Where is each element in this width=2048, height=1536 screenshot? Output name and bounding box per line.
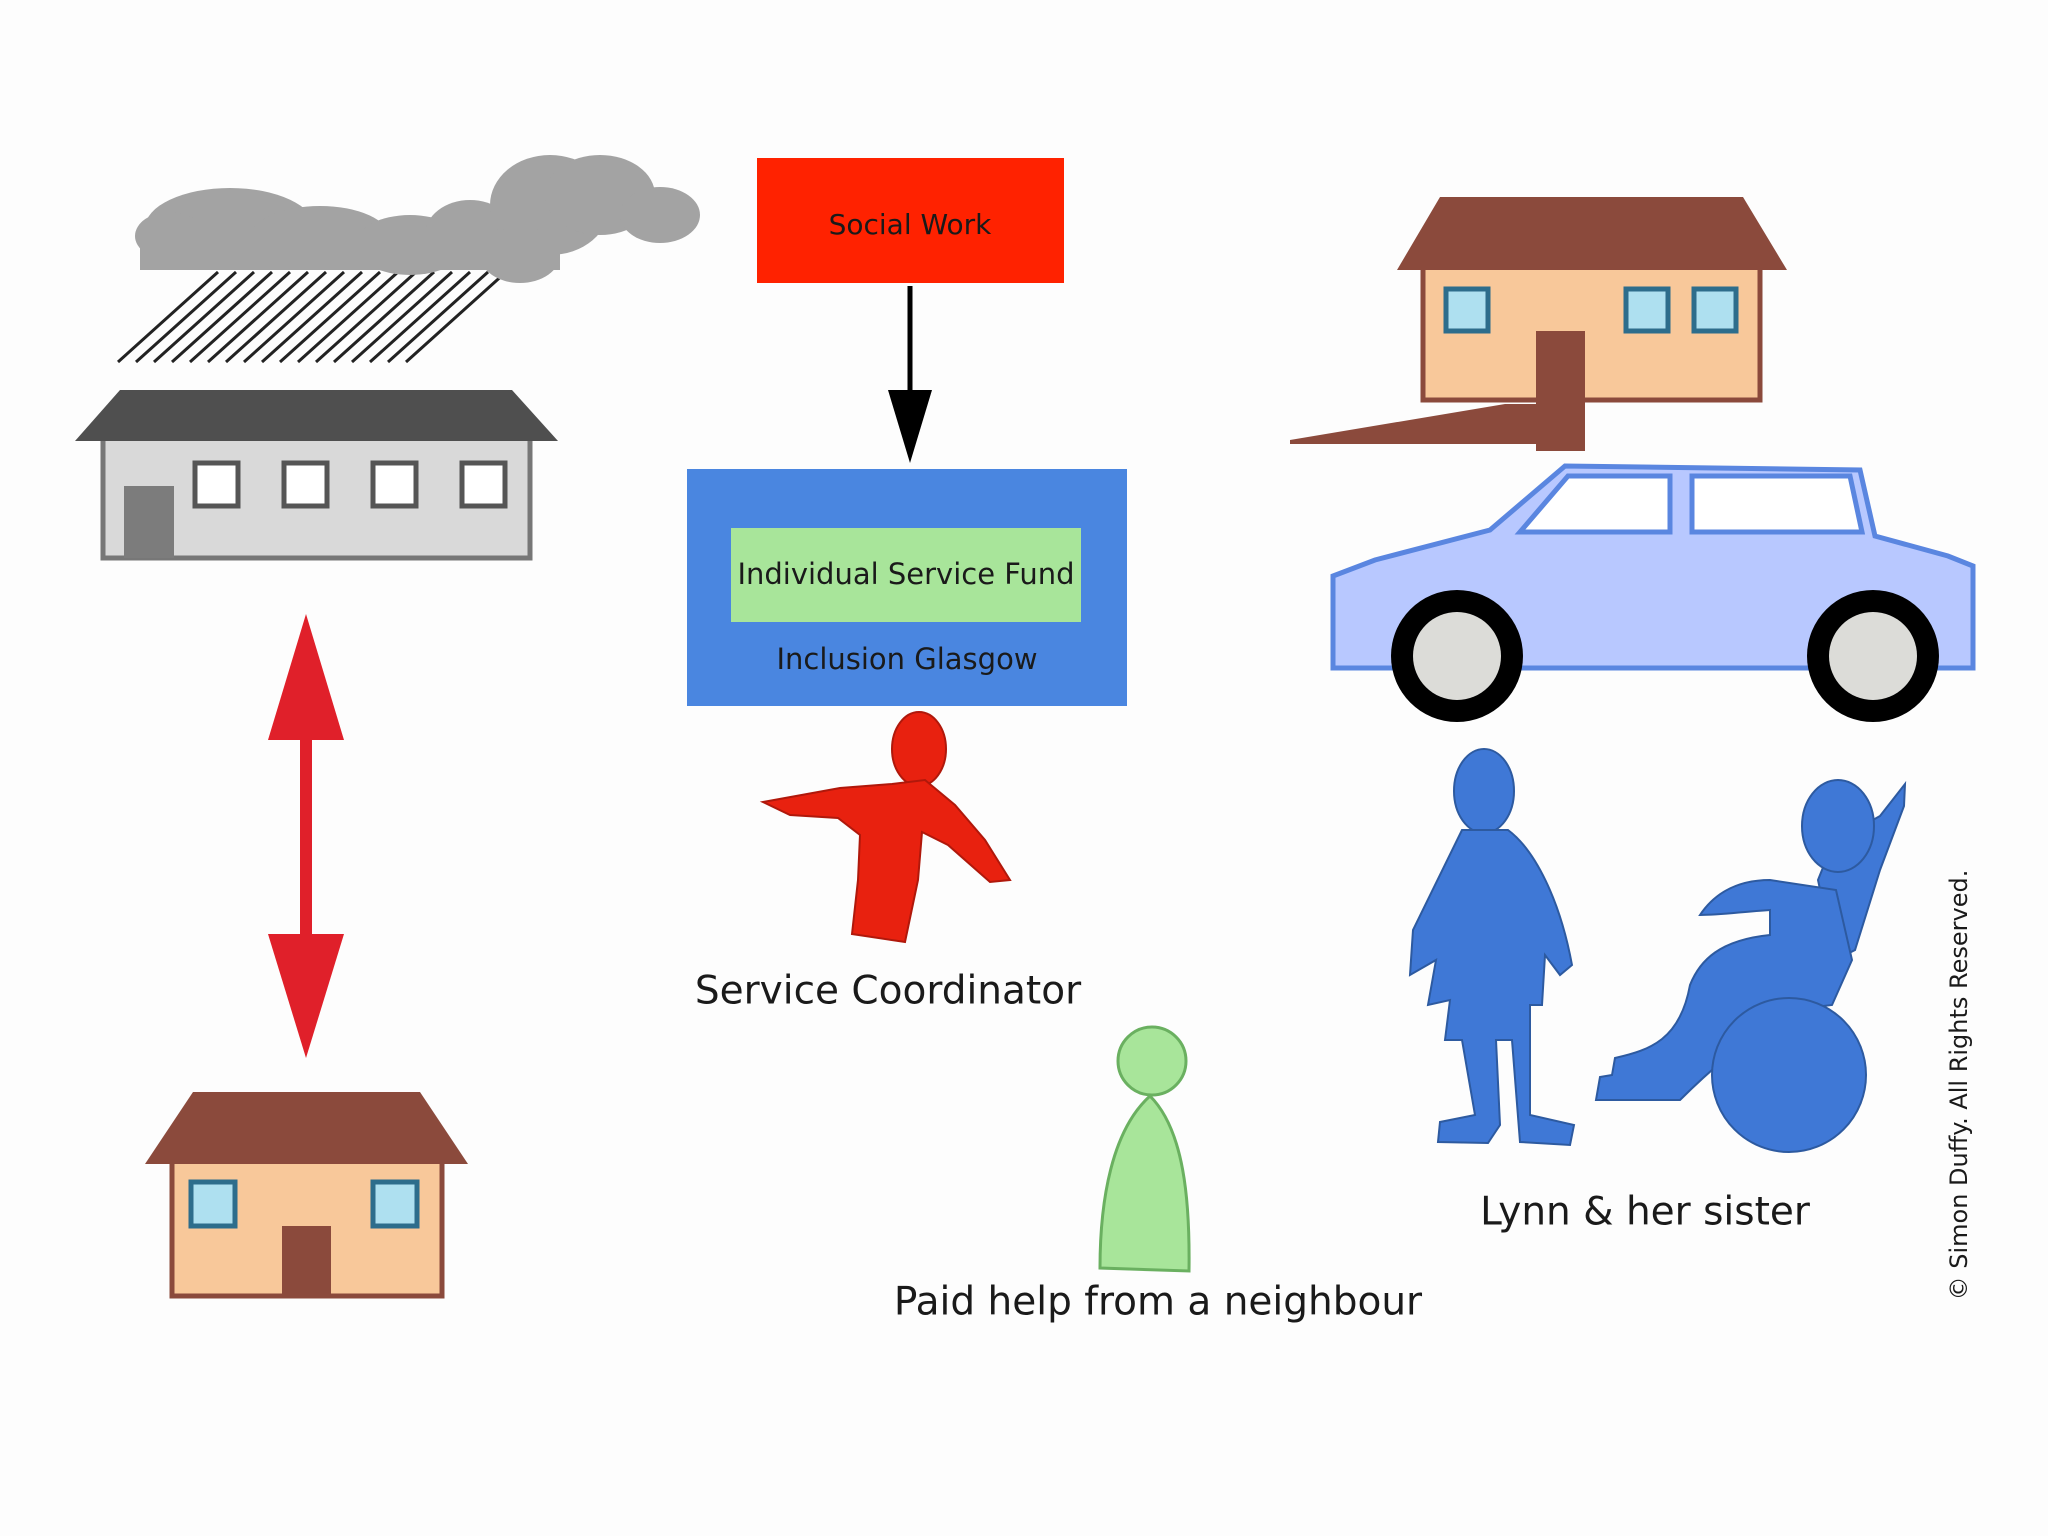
social-work-label: Social Work xyxy=(829,208,993,241)
small-house-icon xyxy=(145,1092,468,1299)
lynn-and-sister-label: Lynn & her sister xyxy=(1480,1190,1811,1235)
sister-in-wheelchair-figure-icon xyxy=(1594,779,1907,1153)
rain-cloud-icon xyxy=(116,155,700,364)
double-arrow-icon xyxy=(268,614,344,1058)
social-work-box: Social Work xyxy=(757,158,1064,283)
car-wheel-rear-icon xyxy=(1807,590,1939,722)
car-wheel-front-icon xyxy=(1391,590,1523,722)
lynn-figure-icon xyxy=(1408,748,1576,1147)
inclusion-glasgow-label: Inclusion Glasgow xyxy=(776,642,1037,676)
institution-building-icon xyxy=(75,390,558,561)
service-coordinator-label: Service Coordinator xyxy=(695,969,1082,1014)
service-coordinator-figure-icon xyxy=(759,711,1012,944)
individual-service-fund-label: Individual Service Fund xyxy=(737,557,1074,591)
car-icon xyxy=(1330,463,1976,722)
family-house-with-ramp-icon xyxy=(1290,197,1787,451)
down-arrow-icon xyxy=(888,286,932,463)
inclusion-glasgow-box: Individual Service Fund Inclusion Glasgo… xyxy=(687,469,1127,706)
paid-help-label: Paid help from a neighbour xyxy=(894,1280,1423,1325)
copyright-notice: © Simon Duffy. All Rights Reserved. xyxy=(1945,870,1973,1301)
neighbour-figure-icon xyxy=(1098,1025,1191,1273)
